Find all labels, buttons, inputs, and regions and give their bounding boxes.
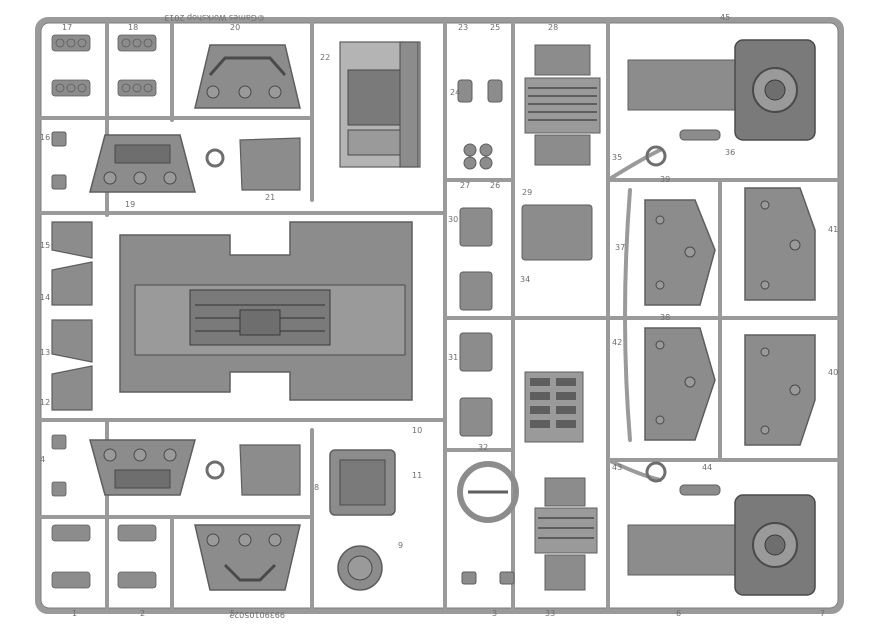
part-number: 42 [612,338,622,347]
bolt-clusters-top-left [51,34,157,97]
part-number: 22 [320,53,330,62]
box-part-9 [329,449,396,516]
part-number: 21 [265,193,275,202]
part-number: 27 [460,181,470,190]
part-number: 12 [40,398,50,407]
part-number: 25 [490,23,500,32]
part-number: 18 [128,23,138,32]
small-bolts-16 [51,131,67,190]
part-number: 39 [660,175,670,184]
hatch-part-19 [89,134,196,193]
part-number: 34 [520,275,530,284]
part-number: 11 [412,471,422,480]
pin-parts [645,129,721,496]
plate-part-21 [205,137,301,191]
part-number: 23 [458,23,468,32]
hatch-part-4 [89,439,196,496]
part-number: 29 [522,188,532,197]
small-parts-bottom-center [461,571,515,585]
bolt-clusters-bottom-left [51,434,157,589]
tapered-plates-left [51,221,93,411]
copyright-text: ©Games Workshop 2013 [164,13,265,22]
round-hatch-bottom [337,545,383,591]
hatch-part-5 [194,524,301,591]
center-small-parts [459,204,593,437]
part-number: 9 [398,541,403,550]
part-number: 3 [492,609,497,618]
part-number: 26 [490,181,500,190]
part-number: 32 [478,443,488,452]
hatch-part-20 [194,44,301,109]
part-number: 31 [448,353,458,362]
part-number: 2 [140,609,145,618]
turret-part-top-right [627,39,816,141]
part-number: 45 [720,13,730,22]
part-number: 7 [820,609,825,618]
frame-inner-edge [40,22,839,609]
vent-block-33 [534,477,598,591]
part-number: 6 [676,609,681,618]
part-number: 1 [72,609,77,618]
part-number: 10 [412,426,422,435]
armor-plate-rivets [655,200,801,435]
part-number: 33 [545,609,555,618]
part-number: 19 [125,200,135,209]
part-number: 35 [612,153,622,162]
part-number: 24 [450,88,460,97]
small-parts-23-24-27 [457,79,503,170]
plate-part-8 [205,444,301,496]
part-number: 13 [40,348,50,357]
part-number: 15 [40,241,50,250]
part-number: 38 [660,313,670,322]
vent-block-28 [524,44,601,166]
part-number: 40 [828,368,838,377]
part-number: 8 [314,483,319,492]
part-number: 16 [40,133,50,142]
ring-part [457,461,519,523]
sprue-frame [35,17,844,614]
part-number: 44 [702,463,712,472]
part-number: 14 [40,293,50,302]
armor-plates-right [644,187,816,446]
sprue-runners [38,20,842,611]
part-number: 17 [62,23,72,32]
hull-floor-plate [119,221,413,401]
part-number-labels: 1 2 3 4 5 6 7 8 9 10 11 12 13 14 15 16 1… [40,13,838,618]
part-number: 37 [615,243,625,252]
part-number: 43 [612,463,622,472]
part-number: 41 [828,225,838,234]
sprue-code-text: 99390105022 [229,610,285,619]
turret-part-bottom-right [627,494,816,596]
vent-grille-32 [524,371,584,443]
part-number: 28 [548,23,558,32]
part-number: 30 [448,215,458,224]
part-number: 20 [230,23,240,32]
part-number: 4 [40,455,45,464]
door-frame-22 [339,41,421,168]
part-number: 5 [230,609,235,618]
part-number: 36 [725,148,735,157]
